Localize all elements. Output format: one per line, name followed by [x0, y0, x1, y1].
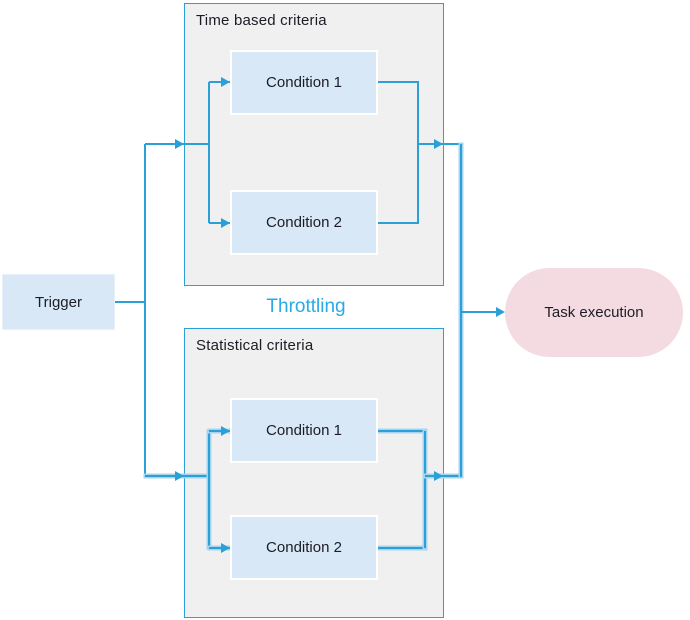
- connector-bottom-cond2-out: [378, 547, 426, 549]
- condition-label: Condition 2: [266, 214, 342, 231]
- connector-trigger-out: [115, 301, 146, 303]
- condition-label: Condition 1: [266, 74, 342, 91]
- connector-top-cond1-in: [209, 81, 230, 83]
- task-execution-node: Task execution: [505, 268, 683, 357]
- trigger-label: Trigger: [35, 293, 82, 311]
- arrowhead-task-icon: [496, 307, 505, 317]
- condition-label: Condition 1: [266, 422, 342, 439]
- connector-top-merge: [417, 82, 419, 223]
- connector-bottom-cond2-in: [209, 547, 230, 549]
- arrowhead-bottom-entry-icon: [175, 471, 184, 481]
- connector-trunk: [144, 144, 146, 477]
- connector-top-cond2-out: [378, 222, 419, 224]
- connector-bottom-exit: [425, 475, 462, 477]
- arrowhead-top-cond2-icon: [221, 218, 230, 228]
- connector-bottom-cond1-out: [378, 430, 426, 432]
- connector-final-merge: [460, 144, 462, 477]
- connector-bottom-inner: [208, 431, 210, 548]
- arrowhead-top-entry-icon: [175, 139, 184, 149]
- arrowhead-top-exit-icon: [434, 139, 443, 149]
- trigger-node: Trigger: [2, 274, 115, 330]
- stat-condition-2-node: Condition 2: [230, 515, 378, 580]
- arrowhead-bottom-cond2-icon: [221, 543, 230, 553]
- condition-label: Condition 2: [266, 539, 342, 556]
- connector-top-cond1-out: [378, 81, 419, 83]
- connector-top-inner: [208, 82, 210, 223]
- throttling-label: Throttling: [266, 296, 346, 317]
- group-title-statistical: Statistical criteria: [196, 337, 314, 354]
- task-execution-label: Task execution: [544, 304, 644, 321]
- time-condition-1-node: Condition 1: [230, 50, 378, 115]
- connector-bottom-cond1-in: [209, 430, 230, 432]
- stat-condition-1-node: Condition 1: [230, 398, 378, 463]
- arrowhead-top-cond1-icon: [221, 77, 230, 87]
- arrowhead-bottom-exit-icon: [434, 471, 443, 481]
- connector-task-in: [461, 311, 501, 313]
- connector-bottom-merge: [424, 431, 426, 548]
- time-condition-2-node: Condition 2: [230, 190, 378, 255]
- arrowhead-bottom-cond1-icon: [221, 426, 230, 436]
- group-title-time-based: Time based criteria: [196, 12, 327, 29]
- connector-top-cond2-in: [209, 222, 230, 224]
